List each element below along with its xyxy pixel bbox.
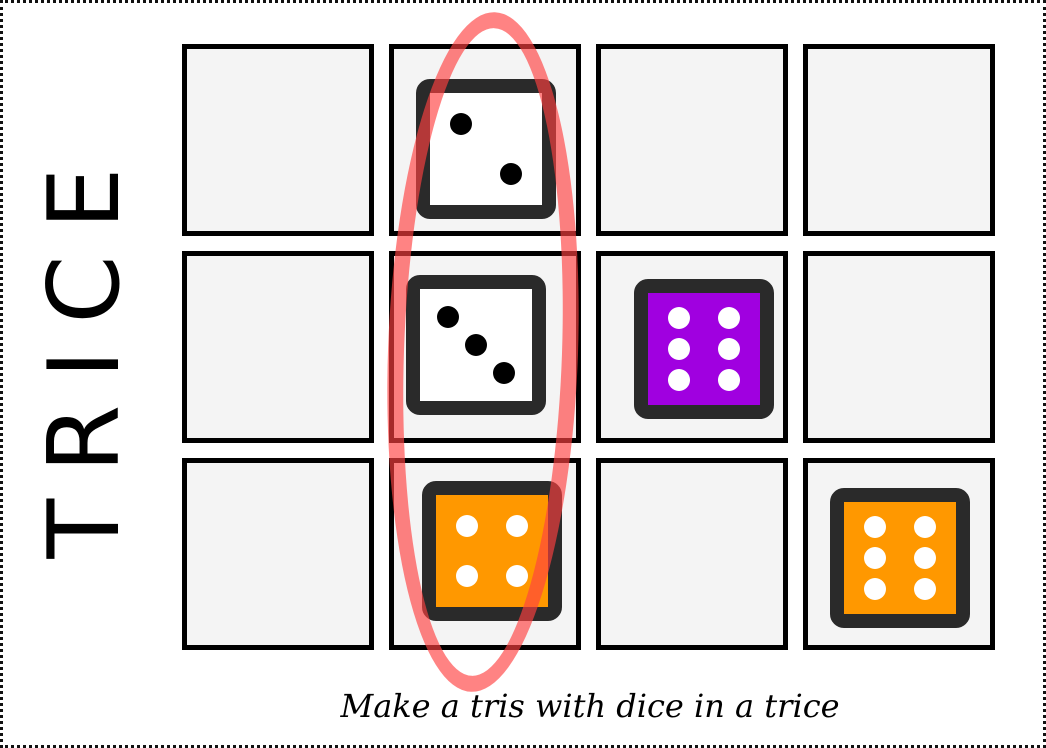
die-pip [717, 369, 740, 392]
die-orange-4[interactable] [422, 481, 562, 621]
die-pip [456, 515, 479, 538]
die-pip [913, 547, 936, 569]
die-pip [864, 547, 887, 569]
board-cell-r1-c3[interactable] [803, 251, 995, 443]
die-pip [505, 564, 528, 587]
die-pip [717, 338, 740, 360]
board-cell-r0-c0[interactable] [182, 44, 374, 236]
die-pip [465, 334, 487, 356]
die-orange-6[interactable] [830, 488, 970, 628]
die-pip [437, 306, 459, 328]
board-cell-r0-c2[interactable] [596, 44, 788, 236]
die-white-3[interactable] [406, 275, 546, 415]
tagline: Make a tris with dice in a trice [340, 687, 840, 725]
board-cell-r0-c3[interactable] [803, 44, 995, 236]
die-purple-6[interactable] [634, 279, 774, 419]
die-pip [505, 515, 528, 538]
die-pip [668, 306, 691, 329]
die-pip [913, 515, 936, 538]
board-cell-r2-c0[interactable] [182, 458, 374, 650]
die-pip [450, 113, 473, 136]
die-white-2[interactable] [416, 79, 556, 219]
die-pip [913, 578, 936, 601]
board-cell-r2-c2[interactable] [596, 458, 788, 650]
die-pip [864, 515, 887, 538]
die-pip [493, 362, 515, 384]
die-pip [668, 338, 691, 360]
game-title: TRICE [28, 141, 142, 559]
die-pip [456, 564, 479, 587]
board-cell-r1-c0[interactable] [182, 251, 374, 443]
die-pip [717, 306, 740, 329]
die-pip [668, 369, 691, 392]
die-pip [864, 578, 887, 601]
die-pip [499, 162, 522, 185]
